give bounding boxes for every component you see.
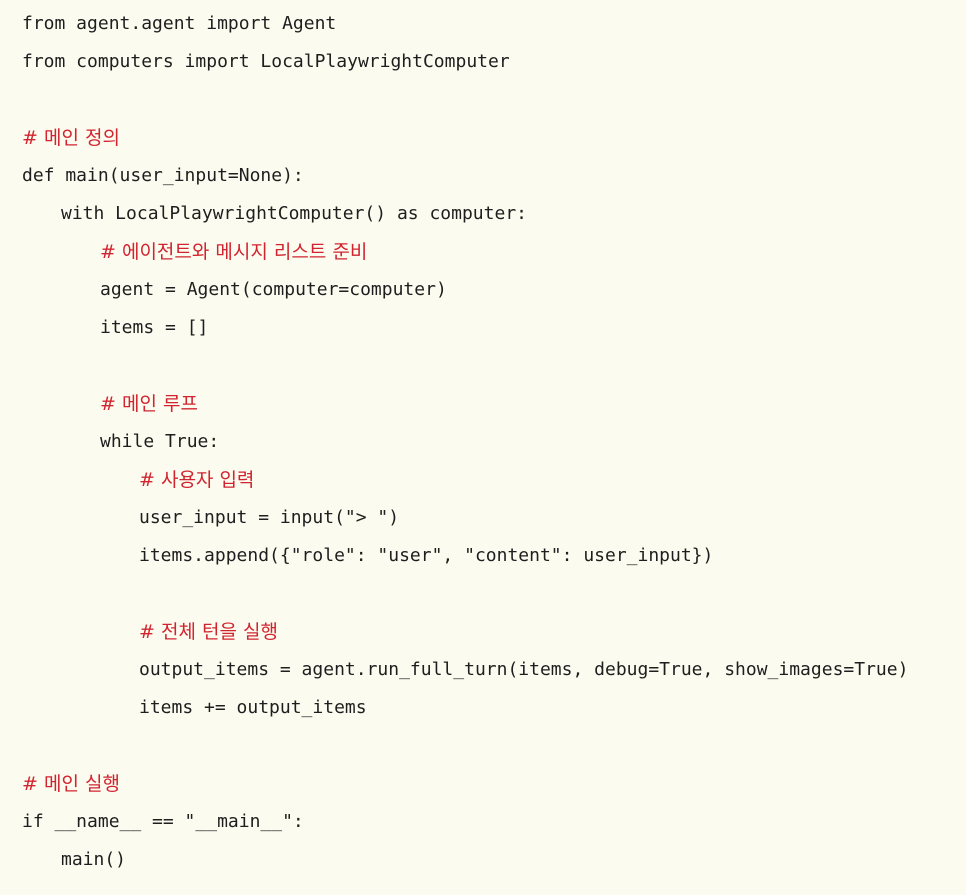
comment-run-full-turn: # 전체 턴을 실행: [139, 621, 278, 643]
code-line-items-init: items = []: [100, 317, 209, 338]
code-line-main-call: main(): [61, 849, 127, 870]
code-line-with-computer: with LocalPlaywrightComputer() as comput…: [61, 203, 527, 224]
code-line-if-name-main: if __name__ == "__main__":: [22, 811, 304, 832]
code-line-items-append: items.append({"role": "user", "content":…: [139, 545, 714, 566]
code-line-items-extend: items += output_items: [139, 697, 367, 718]
code-line-while-true: while True:: [100, 431, 220, 452]
comment-user-input: # 사용자 입력: [139, 469, 255, 491]
blank-line: [22, 347, 966, 385]
blank-line: [22, 81, 966, 119]
comment-main-loop: # 메인 루프: [100, 393, 198, 415]
code-line-agent-init: agent = Agent(computer=computer): [100, 279, 447, 300]
code-line-def-main: def main(user_input=None):: [22, 165, 304, 186]
code-line-output-items: output_items = agent.run_full_turn(items…: [139, 659, 909, 680]
comment-prepare-agent: # 에이전트와 메시지 리스트 준비: [100, 241, 368, 263]
blank-line: [22, 727, 966, 765]
comment-main-definition: # 메인 정의: [22, 127, 120, 149]
comment-run-main: # 메인 실행: [22, 773, 120, 795]
code-line-import-computer: from computers import LocalPlaywrightCom…: [22, 51, 510, 72]
code-line-import-agent: from agent.agent import Agent: [22, 13, 337, 34]
blank-line: [22, 575, 966, 613]
code-line-user-input: user_input = input("> "): [139, 507, 400, 528]
